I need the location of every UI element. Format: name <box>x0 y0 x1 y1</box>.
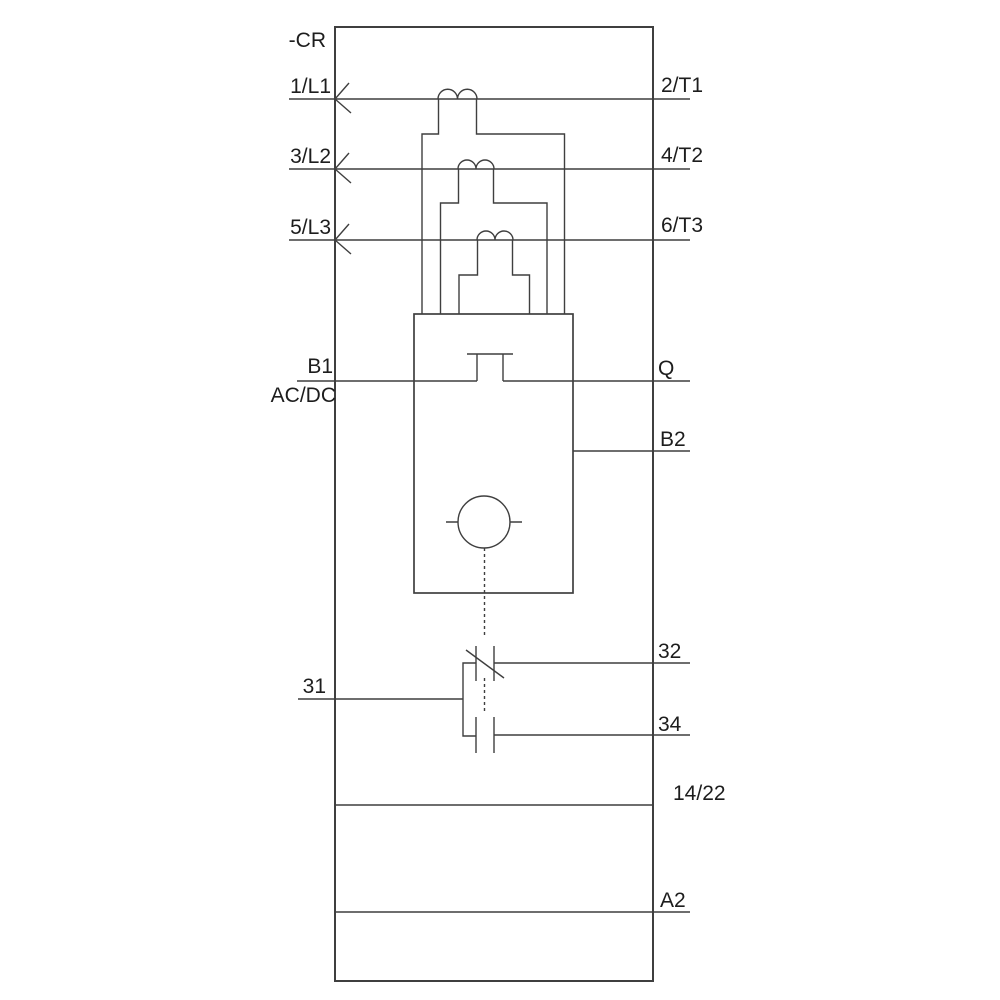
terminal-label-4t2: 4/T2 <box>661 144 703 167</box>
terminal-label-b1: B1 <box>307 355 333 378</box>
terminal-label-34: 34 <box>658 713 682 736</box>
coil-l1-left-lead <box>421 99 440 314</box>
aux-contacts: 31 32 34 <box>298 640 690 753</box>
terminal-label-3l2: 3/L2 <box>290 145 331 168</box>
terminal-arrow-icon-l3 <box>334 223 352 255</box>
trip-unit-box <box>413 313 574 594</box>
contact-common-bracket <box>462 662 476 737</box>
terminal-arrow-icon-l1 <box>334 82 352 114</box>
terminal-arrow-icon-l2 <box>334 152 352 184</box>
coil-l2-left-lead <box>439 169 460 314</box>
terminal-label-14-22: 14/22 <box>673 782 726 805</box>
phase-row-l3: 5/L3 6/T3 <box>289 214 703 314</box>
coil-l2-right-lead <box>492 169 548 314</box>
phase-row-l2: 3/L2 4/T2 <box>289 144 703 314</box>
terminal-label-32: 32 <box>658 640 681 663</box>
terminal-label-2t1: 2/T1 <box>661 74 703 97</box>
trip-unit-block: B1 AC/DC Q B2 <box>271 313 690 594</box>
current-coil-l2 <box>457 159 495 170</box>
device-tag-label: -CR <box>289 29 326 52</box>
terminal-label-q: Q <box>658 357 674 380</box>
terminal-label-5l3: 5/L3 <box>290 216 331 239</box>
current-coil-l1 <box>437 88 478 100</box>
coil-l3-right-lead <box>511 240 531 314</box>
terminal-label-6t3: 6/T3 <box>661 214 703 237</box>
device-boundary-rect <box>334 26 654 982</box>
terminal-label-1l1: 1/L1 <box>290 75 331 98</box>
current-coil-l3 <box>476 230 514 241</box>
nc-contact-slash <box>465 649 505 679</box>
phase-row-l1: 1/L1 2/T1 <box>289 74 703 314</box>
no-contact-bars <box>475 717 495 753</box>
bottom-section: 14/22 A2 <box>335 782 726 913</box>
terminal-label-b2: B2 <box>660 428 686 451</box>
actuator-circle <box>457 495 511 549</box>
test-button-symbol <box>467 353 513 381</box>
coil-l3-left-lead <box>458 240 479 314</box>
terminal-label-a2: A2 <box>660 889 686 912</box>
supply-type-label: AC/DC <box>271 384 336 407</box>
coil-l1-right-lead <box>475 99 566 314</box>
terminal-label-31: 31 <box>303 675 326 698</box>
